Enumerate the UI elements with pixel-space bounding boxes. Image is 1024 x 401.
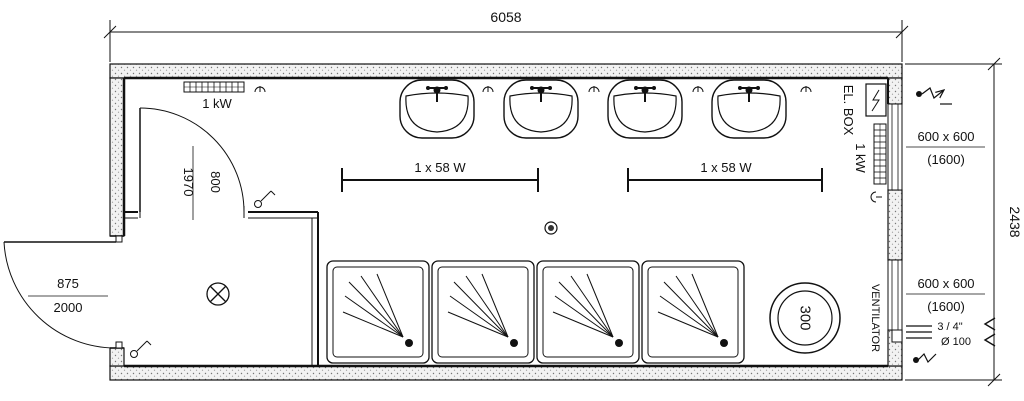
window-lower [887,259,903,331]
electrical-box-label: EL. BOX [841,85,856,136]
top-heater-label: 1 kW [202,96,232,111]
inner-door-height: 1970 [181,168,196,197]
light-switch-icon [130,340,152,358]
floor-drain-icon [544,221,558,235]
shower-tray [641,260,745,364]
overall-width-label: 2438 [1007,206,1023,237]
ventilator-label: VENTILATOR [869,284,881,352]
inner-door-width: 800 [208,171,223,193]
inner-partition [124,211,319,366]
overall-length-label: 6058 [490,9,521,25]
inner-door: 800 1970 [139,107,245,220]
ceiling-light-icon [206,282,230,306]
window-upper-sill: (1600) [927,152,965,167]
outer-door: 875 2000 [3,235,124,349]
ventilator-diameter: Ø 100 [941,336,971,348]
socket-icon [254,86,266,93]
washbasin [607,79,683,139]
boiler-capacity: 300 [797,305,814,330]
power-inlet-top-icon [916,87,952,105]
window-lower-sill: (1600) [927,299,965,314]
fluorescent-light-right: 1 x 58 W [627,160,823,192]
light-right-label: 1 x 58 W [700,160,752,175]
heater-top-icon [183,81,245,93]
outer-door-width: 875 [57,276,79,291]
light-left-label: 1 x 58 W [414,160,466,175]
overall-length-dimension: 6058 [103,9,909,62]
window-upper-size: 600 x 600 [917,129,974,144]
socket-icon [588,86,600,93]
faucet-icon [426,86,448,102]
washbasin [399,79,475,139]
window-upper-label: 600 x 600 (1600) [906,129,985,167]
power-inlet-bottom-icon [913,352,937,364]
shower-tray [431,260,535,364]
faucet-icon [738,86,760,102]
window-upper [887,103,903,191]
overall-width-dimension: 2438 [905,57,1023,387]
socket-icon [800,86,812,93]
outer-door-height: 2000 [54,300,83,315]
side-heater-label: 1 kW [853,143,868,173]
socket-icon [870,191,882,203]
shower-tray-row [326,260,745,364]
washbasin-row [399,79,787,139]
boiler: 300 [769,282,841,354]
heater-side-icon [873,123,887,185]
shower-tray [536,260,640,364]
washbasin [503,79,579,139]
faucet-icon [530,86,552,102]
ventilator-icon [891,325,932,343]
faucet-icon [634,86,656,102]
window-lower-size: 600 x 600 [917,276,974,291]
shower-tray [326,260,430,364]
water-pipe-label: 3 / 4" [937,321,962,333]
socket-icon [692,86,704,93]
container-walls [109,63,903,381]
washbasin [711,79,787,139]
socket-icon [482,86,494,93]
electrical-box: EL. BOX [841,83,887,136]
chevron-icon [983,317,996,347]
light-switch-icon [254,190,276,208]
fluorescent-light-left: 1 x 58 W [341,160,539,192]
window-lower-label: 600 x 600 (1600) [906,276,985,314]
